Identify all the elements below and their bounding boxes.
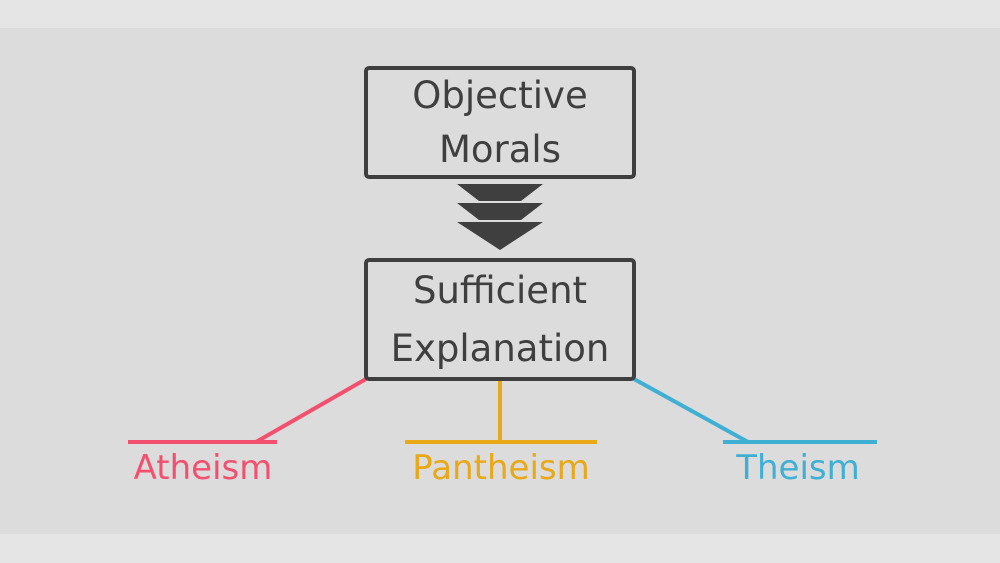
box-line: Morals <box>438 127 561 171</box>
objective-morals-box: Objective Morals <box>364 66 636 179</box>
box-line: Sufficient <box>412 268 588 312</box>
box-line: Explanation <box>390 326 610 370</box>
box-line: Objective <box>412 73 588 117</box>
pantheism-label: Pantheism <box>412 448 590 488</box>
atheism-label: Atheism <box>133 448 273 488</box>
theism-label: Theism <box>736 448 860 488</box>
sufficient-explanation-box: Sufficient Explanation <box>364 258 636 381</box>
slide-background <box>0 28 1000 534</box>
